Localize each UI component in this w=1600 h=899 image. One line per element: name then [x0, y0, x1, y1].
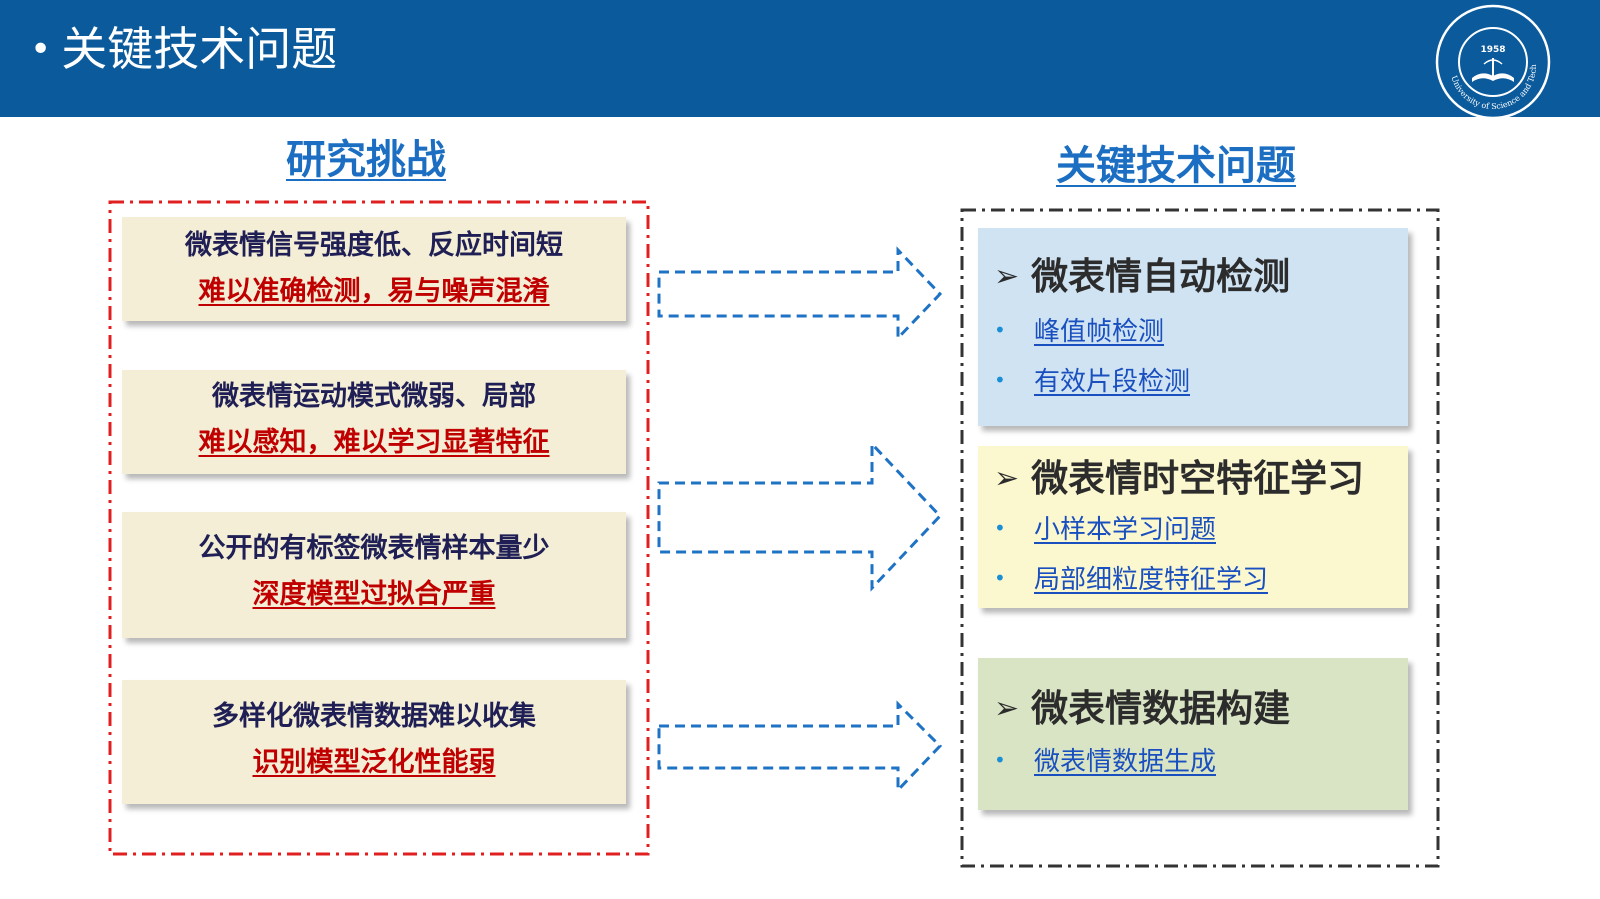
- dashed-right-arrow-icon: [657, 246, 943, 342]
- issue-item[interactable]: • 小样本学习问题: [994, 510, 1216, 548]
- issue-item[interactable]: • 微表情数据生成: [994, 742, 1216, 780]
- challenge-card-4: 多样化微表情数据难以收集 识别模型泛化性能弱: [122, 680, 626, 804]
- dashed-right-arrow-icon: [657, 440, 943, 592]
- issue-title-text: 微表情数据构建: [1031, 687, 1291, 730]
- challenge-consequence: 难以感知，难以学习显著特征: [198, 427, 550, 458]
- arrowhead-bullet-icon: ➢: [994, 461, 1020, 496]
- challenge-consequence: 识别模型泛化性能弱: [252, 747, 496, 778]
- dashed-right-arrow-icon: [657, 700, 943, 794]
- issue-card-1: ➢ 微表情自动检测 • 峰值帧检测 • 有效片段检测: [978, 228, 1408, 426]
- logo-year: 1958: [1480, 45, 1505, 55]
- challenge-text: 微表情运动模式微弱、局部: [212, 381, 536, 412]
- issue-item[interactable]: • 局部细粒度特征学习: [994, 560, 1268, 598]
- arrowhead-bullet-icon: ➢: [994, 691, 1020, 726]
- challenge-text: 微表情信号强度低、反应时间短: [185, 230, 563, 261]
- challenge-consequence: 深度模型过拟合严重: [252, 579, 496, 610]
- issue-item-link[interactable]: 有效片段检测: [1034, 367, 1191, 397]
- issue-title: ➢ 微表情时空特征学习: [994, 454, 1364, 504]
- page-title-text: 关键技术问题: [61, 22, 338, 76]
- issue-card-2: ➢ 微表情时空特征学习 • 小样本学习问题 • 局部细粒度特征学习: [978, 446, 1408, 608]
- challenges-frame: [108, 200, 650, 856]
- issue-item-link[interactable]: 微表情数据生成: [1034, 747, 1217, 777]
- issue-item[interactable]: • 峰值帧检测: [994, 312, 1164, 350]
- bullet-icon: •: [994, 748, 1006, 772]
- challenge-text: 公开的有标签微表情样本量少: [198, 533, 550, 564]
- bullet-icon: •: [994, 318, 1006, 342]
- challenge-card-3: 公开的有标签微表情样本量少 深度模型过拟合严重: [122, 512, 626, 638]
- right-section-title: 关键技术问题: [1056, 143, 1296, 189]
- challenge-text: 多样化微表情数据难以收集: [212, 701, 536, 732]
- issue-title: ➢ 微表情数据构建: [994, 684, 1290, 734]
- challenge-card-1: 微表情信号强度低、反应时间短 难以准确检测，易与噪声混淆: [122, 217, 626, 321]
- issues-frame: [960, 208, 1440, 868]
- issue-card-3: ➢ 微表情数据构建 • 微表情数据生成: [978, 658, 1408, 810]
- issue-item-link[interactable]: 局部细粒度特征学习: [1034, 565, 1269, 595]
- issue-item-link[interactable]: 小样本学习问题: [1034, 515, 1217, 545]
- header-bar: •关键技术问题 University of Science and Techno…: [0, 0, 1600, 120]
- issue-title-text: 微表情自动检测: [1031, 255, 1291, 298]
- page-title: •关键技术问题: [30, 14, 337, 85]
- arrowhead-bullet-icon: ➢: [994, 259, 1020, 294]
- university-logo: University of Science and Technology of …: [1432, 4, 1551, 120]
- issue-title-text: 微表情时空特征学习: [1031, 457, 1365, 500]
- bullet-icon: •: [994, 566, 1006, 590]
- challenge-card-2: 微表情运动模式微弱、局部 难以感知，难以学习显著特征: [122, 370, 626, 474]
- left-section-title: 研究挑战: [286, 137, 446, 183]
- issue-title: ➢ 微表情自动检测: [994, 252, 1290, 302]
- title-bullet: •: [30, 29, 52, 70]
- bullet-icon: •: [994, 516, 1006, 540]
- issue-item[interactable]: • 有效片段检测: [994, 362, 1190, 400]
- bullet-icon: •: [994, 368, 1006, 392]
- challenge-consequence: 难以准确检测，易与噪声混淆: [198, 276, 550, 307]
- issue-item-link[interactable]: 峰值帧检测: [1034, 317, 1165, 347]
